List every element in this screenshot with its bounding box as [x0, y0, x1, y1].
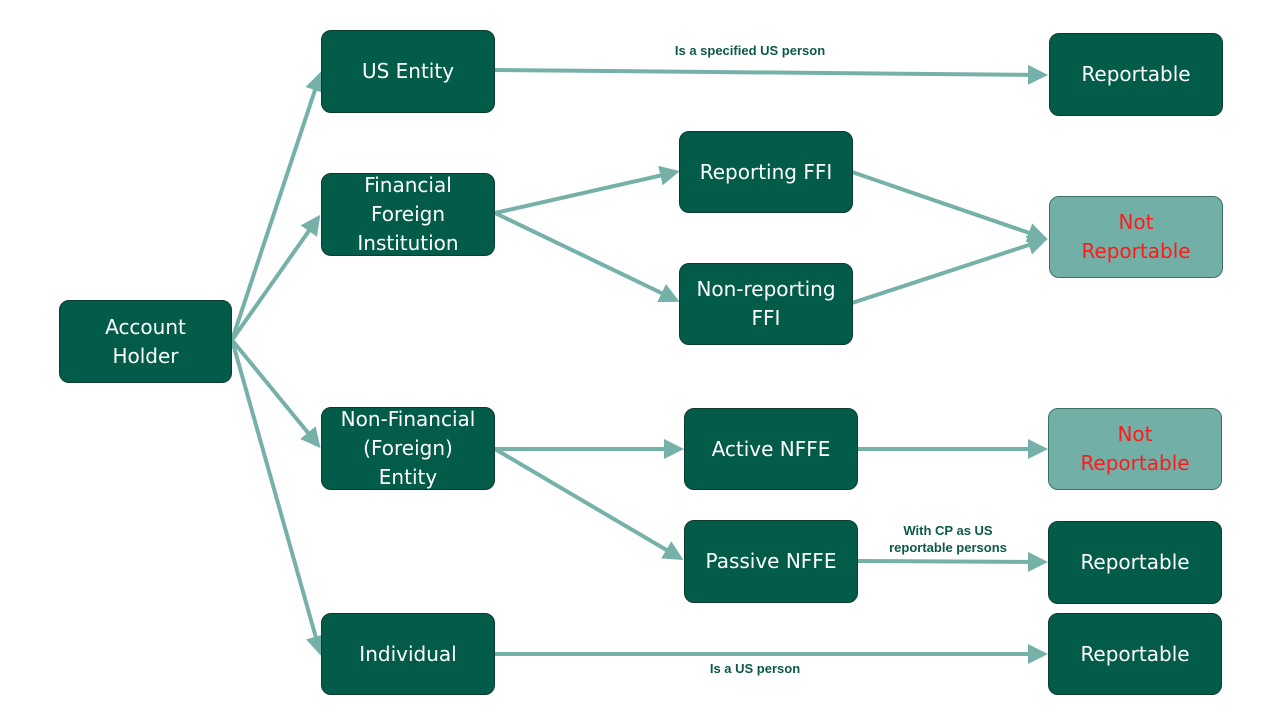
reportable-passive-node: Reportable — [1048, 521, 1222, 604]
reportable-us-label: Reportable — [1081, 62, 1191, 86]
active-nffe-label: Active NFFE — [711, 436, 831, 461]
account-holder-node: Account Holder — [59, 300, 232, 383]
arrow-nfe-to-passive-nffe — [493, 447, 684, 561]
reporting-ffi-node: Reporting FFI — [679, 131, 853, 213]
us-entity-node: US Entity — [321, 30, 495, 113]
us-entity-label: US Entity — [361, 59, 455, 83]
individual-node: Individual — [321, 613, 495, 695]
not-reportable-ffi-label: Not Reportable — [1081, 210, 1191, 263]
not-reportable-ffi-node: Not Reportable — [1049, 196, 1223, 278]
edge-label-passive: With CP as US reportable persons — [889, 523, 1007, 555]
reportable-passive-label: Reportable — [1080, 550, 1190, 574]
arrow-holder-to-us-entity — [230, 71, 325, 341]
arrow-ffi-to-non-reporting-ffi — [494, 211, 680, 303]
non-reporting-ffi-node: Non-reporting FFI — [679, 263, 853, 345]
nfe-node: Non-Financial (Foreign) Entity — [321, 407, 495, 490]
nfe-label: Non-Financial (Foreign) Entity — [340, 407, 476, 489]
arrow-reporting-ffi-to-not-reportable — [851, 170, 1048, 243]
ffi-node: Financial Foreign Institution — [321, 173, 495, 256]
edge-label-individual: Is a US person — [709, 661, 801, 676]
arrow-holder-to-nfe — [230, 338, 321, 449]
individual-label: Individual — [359, 641, 457, 666]
reporting-ffi-label: Reporting FFI — [699, 159, 833, 184]
reportable-individual-label: Reportable — [1080, 641, 1190, 666]
passive-nffe-node: Passive NFFE — [684, 520, 858, 603]
arrow-ffi-to-reporting-ffi — [494, 165, 680, 215]
passive-nffe-label: Passive NFFE — [705, 549, 837, 573]
arrow-holder-to-ffi — [230, 214, 321, 342]
active-nffe-node: Active NFFE — [684, 408, 858, 490]
reportable-us-node: Reportable — [1049, 33, 1223, 116]
arrow-us-entity-to-reportable — [494, 64, 1048, 85]
not-reportable-active-node: Not Reportable — [1048, 408, 1222, 490]
reportable-individual-node: Reportable — [1048, 613, 1222, 695]
ffi-label: Financial Foreign Institution — [357, 173, 459, 255]
arrow-holder-to-individual — [230, 339, 326, 656]
arrow-non-reporting-ffi-to-not-reportable — [851, 235, 1048, 305]
edge-label-us-entity: Is a specified US person — [674, 43, 826, 58]
non-reporting-ffi-label: Non-reporting FFI — [696, 277, 836, 330]
arrow-passive-nffe-to-reportable — [857, 551, 1048, 572]
not-reportable-active-label: Not Reportable — [1080, 422, 1190, 475]
account-holder-label: Account Holder — [105, 314, 186, 368]
